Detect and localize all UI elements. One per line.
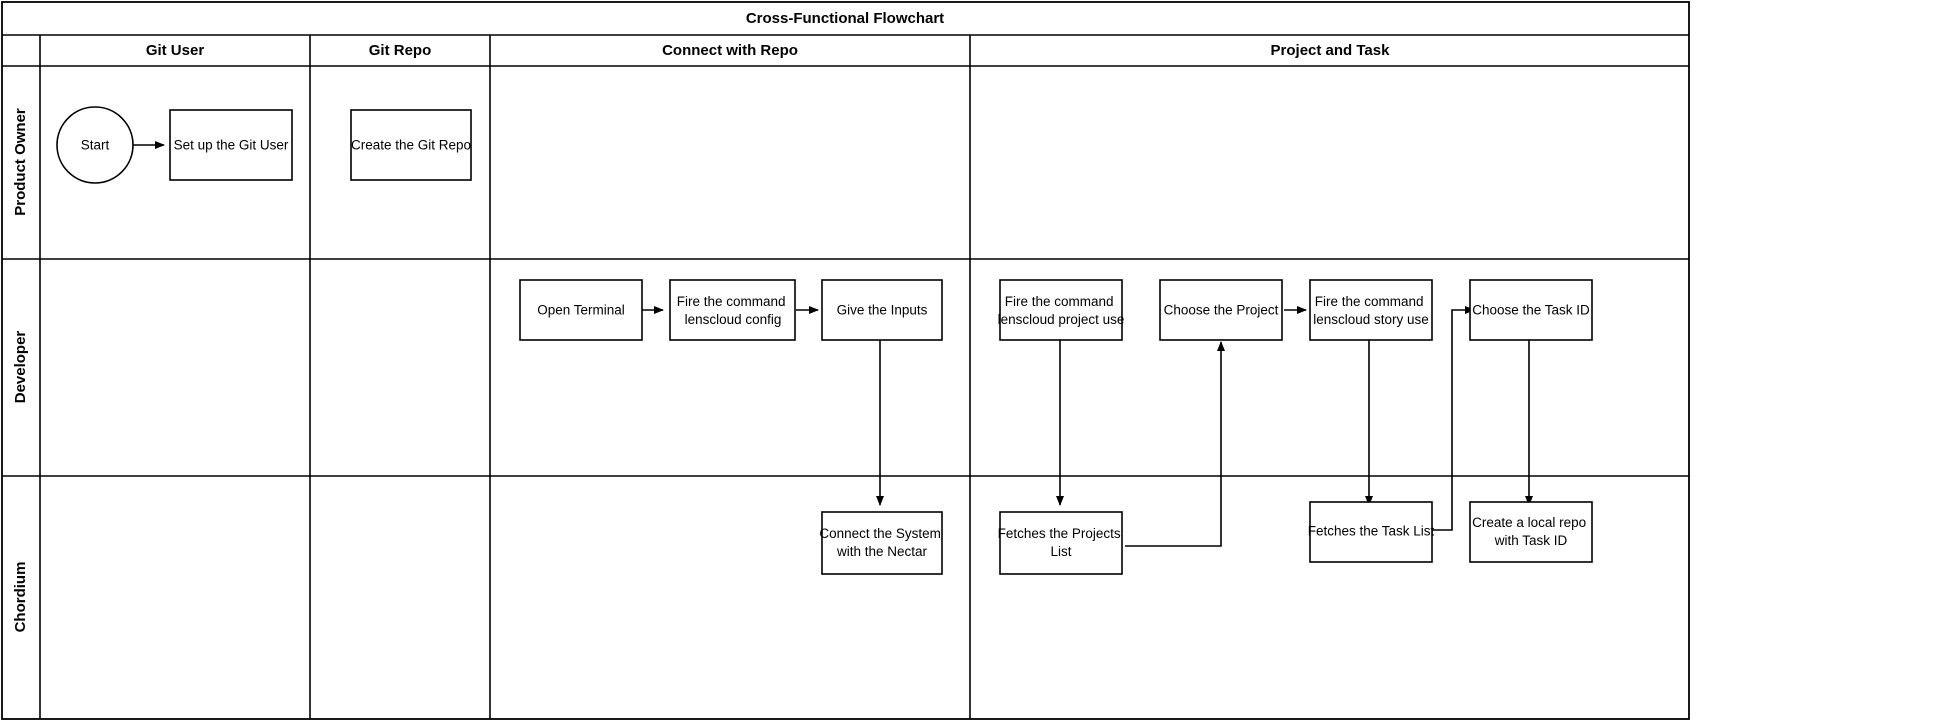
node-set-up-git-user-label: Set up the Git User (174, 138, 289, 153)
column-header-project-and-task: Project and Task (1271, 42, 1391, 59)
node-fetches-projects-list-label: Fetches the Projects List (998, 526, 1125, 559)
node-fire-lenscloud-project-use[interactable]: Fire the command lenscloud project use (998, 279, 1125, 341)
node-fetches-projects-list-shape[interactable] (999, 511, 1123, 575)
node-fire-lenscloud-config[interactable]: Fire the command lenscloud config (669, 279, 796, 341)
diagram-outer-frame (1, 1, 1690, 720)
node-set-up-git-user-shape[interactable] (169, 109, 293, 181)
node-fire-lenscloud-config-label: Fire the command lenscloud config (677, 294, 790, 327)
node-give-the-inputs[interactable]: Give the Inputs (821, 279, 943, 341)
lane-labels: Product Owner Developer Chordium (12, 108, 29, 632)
node-connect-system-nectar-label: Connect the System with the Nectar (819, 526, 944, 559)
node-start-shape[interactable] (56, 106, 134, 184)
node-create-git-repo[interactable]: Create the Git Repo (350, 109, 472, 181)
edge-fetches-task-list-to-choose-the-task-id (1431, 306, 1475, 531)
node-start-label: Start (81, 138, 110, 153)
node-connect-system-nectar-shape[interactable] (821, 511, 943, 575)
node-fire-lenscloud-story-use-label: Fire the command lenscloud story use (1313, 294, 1429, 327)
node-choose-the-project-label: Choose the Project (1164, 303, 1279, 318)
node-fetches-task-list[interactable]: Fetches the Task List (1308, 501, 1435, 563)
node-open-terminal-shape[interactable] (519, 279, 643, 341)
column-header-git-user: Git User (146, 42, 205, 59)
node-choose-the-project[interactable]: Choose the Project (1159, 279, 1283, 341)
node-open-terminal[interactable]: Open Terminal (519, 279, 643, 341)
diagram-title: Cross-Functional Flowchart (746, 10, 944, 27)
node-create-local-repo-task-id-label: Create a local repo with Task ID (1472, 515, 1590, 548)
lane-label-developer: Developer (12, 331, 29, 404)
lane-label-product-owner: Product Owner (12, 108, 29, 216)
node-give-the-inputs-shape[interactable] (821, 279, 943, 341)
lane-label-chordium: Chordium (12, 562, 29, 633)
node-choose-the-project-shape[interactable] (1159, 279, 1283, 341)
connectors (130, 141, 1533, 547)
column-header-git-repo: Git Repo (369, 42, 432, 59)
swimlane-grid (1, 1, 1690, 720)
column-headers: Git User Git Repo Connect with Repo Proj… (146, 42, 1390, 59)
node-choose-the-task-id[interactable]: Choose the Task ID (1469, 279, 1593, 341)
column-header-connect-with-repo: Connect with Repo (662, 42, 798, 59)
node-fire-lenscloud-story-use-shape[interactable] (1309, 279, 1433, 341)
node-choose-the-task-id-label: Choose the Task ID (1472, 303, 1590, 318)
node-open-terminal-label: Open Terminal (537, 303, 625, 318)
node-fire-lenscloud-config-shape[interactable] (669, 279, 796, 341)
node-fetches-task-list-shape[interactable] (1309, 501, 1433, 563)
edge-fetches-projects-list-to-choose-the-project (1125, 341, 1225, 547)
node-create-git-repo-shape[interactable] (350, 109, 472, 181)
node-create-git-repo-label: Create the Git Repo (351, 138, 471, 153)
node-fire-lenscloud-project-use-shape[interactable] (999, 279, 1123, 341)
node-fire-lenscloud-story-use[interactable]: Fire the command lenscloud story use (1309, 279, 1433, 341)
node-start[interactable]: Start (56, 106, 134, 184)
node-give-the-inputs-label: Give the Inputs (837, 303, 928, 318)
node-fetches-projects-list[interactable]: Fetches the Projects List (998, 511, 1125, 575)
node-fire-lenscloud-project-use-label: Fire the command lenscloud project use (998, 294, 1125, 327)
node-create-local-repo-task-id-shape[interactable] (1469, 501, 1593, 563)
node-connect-system-nectar[interactable]: Connect the System with the Nectar (819, 511, 944, 575)
node-set-up-git-user[interactable]: Set up the Git User (169, 109, 293, 181)
node-fetches-task-list-label: Fetches the Task List (1308, 524, 1435, 539)
node-create-local-repo-task-id[interactable]: Create a local repo with Task ID (1469, 501, 1593, 563)
node-choose-the-task-id-shape[interactable] (1469, 279, 1593, 341)
